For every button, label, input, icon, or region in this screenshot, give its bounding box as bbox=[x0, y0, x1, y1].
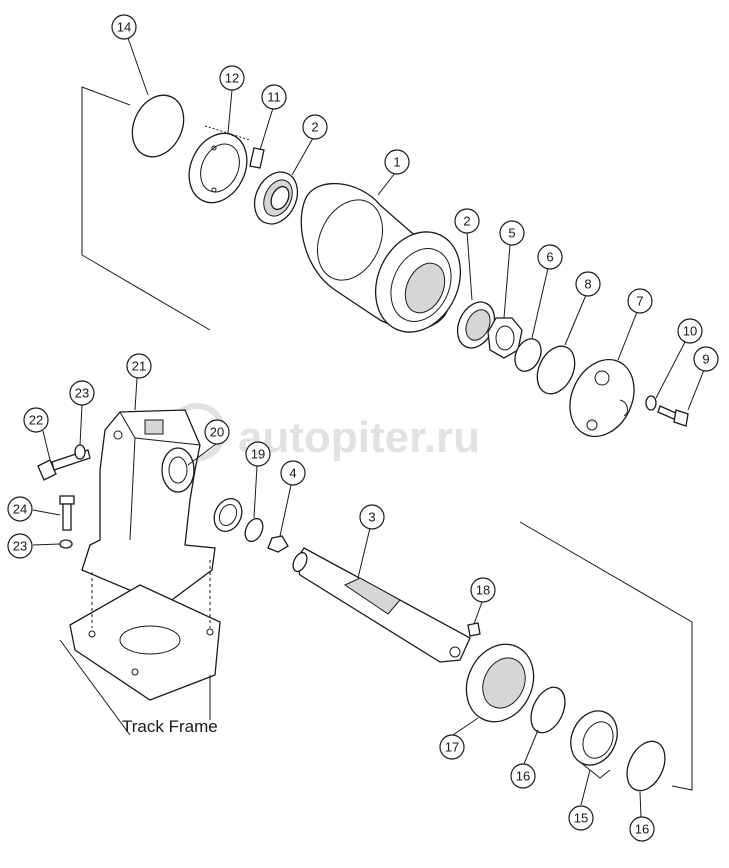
part-4-plug bbox=[267, 535, 289, 553]
callout-16-right: 16 bbox=[629, 816, 655, 842]
callout-8: 8 bbox=[575, 271, 601, 297]
callout-10: 10 bbox=[677, 318, 703, 344]
callout-14: 14 bbox=[111, 14, 137, 40]
part-18-pin bbox=[467, 622, 481, 637]
svg-text:16: 16 bbox=[516, 769, 530, 784]
track-frame-plate bbox=[59, 560, 221, 736]
part-24-bolt bbox=[59, 495, 75, 531]
svg-text:22: 22 bbox=[29, 413, 43, 428]
track-frame-label: Track Frame bbox=[122, 717, 218, 736]
svg-text:18: 18 bbox=[476, 583, 490, 598]
part-1-roller bbox=[300, 182, 462, 333]
svg-text:12: 12 bbox=[225, 71, 239, 86]
callout-16-left: 16 bbox=[510, 763, 536, 789]
part-16-oring-right bbox=[626, 740, 666, 792]
part-3-shaft bbox=[292, 547, 471, 663]
part-11-pin bbox=[249, 147, 265, 169]
callout-3: 3 bbox=[359, 504, 385, 530]
part-6-washer bbox=[514, 338, 542, 372]
callout-23-lower: 23 bbox=[7, 533, 33, 559]
part-23-washer-lower bbox=[59, 539, 73, 549]
svg-text:7: 7 bbox=[636, 294, 643, 309]
callout-9: 9 bbox=[693, 346, 719, 372]
svg-text:6: 6 bbox=[546, 250, 553, 265]
callout-2-left: 2 bbox=[302, 114, 328, 140]
part-2-bearing-right bbox=[456, 301, 496, 349]
svg-text:10: 10 bbox=[683, 324, 697, 339]
callout-22: 22 bbox=[23, 407, 49, 433]
svg-text:23: 23 bbox=[13, 539, 27, 554]
part-9-bolt bbox=[657, 405, 689, 427]
part-21-bracket bbox=[81, 409, 216, 606]
callout-4: 4 bbox=[280, 460, 306, 486]
svg-text:14: 14 bbox=[117, 20, 131, 35]
watermark-text: autopiter.ru bbox=[238, 413, 480, 462]
callout-5: 5 bbox=[499, 220, 525, 246]
callout-23-upper: 23 bbox=[69, 380, 95, 406]
callout-15: 15 bbox=[568, 805, 594, 831]
part-20-oring bbox=[213, 497, 243, 533]
callout-21: 21 bbox=[126, 353, 152, 379]
svg-text:15: 15 bbox=[574, 811, 588, 826]
svg-text:16: 16 bbox=[635, 822, 649, 837]
callout-12: 12 bbox=[219, 65, 245, 91]
callout-24: 24 bbox=[7, 496, 33, 522]
svg-text:2: 2 bbox=[311, 120, 318, 135]
svg-text:8: 8 bbox=[584, 277, 591, 292]
callout-2-right: 2 bbox=[454, 208, 480, 234]
svg-text:19: 19 bbox=[251, 447, 265, 462]
part-16-oring-left bbox=[530, 686, 566, 734]
svg-text:4: 4 bbox=[289, 466, 296, 481]
callout-19: 19 bbox=[245, 441, 271, 467]
svg-text:9: 9 bbox=[702, 352, 709, 367]
svg-text:17: 17 bbox=[445, 740, 459, 755]
callout-17: 17 bbox=[439, 734, 465, 760]
part-19-oring bbox=[244, 517, 264, 543]
part-23-washer-upper bbox=[74, 444, 86, 460]
upper-group-bracket bbox=[81, 86, 211, 331]
part-17-seal bbox=[465, 643, 535, 723]
part-10-lock-washer bbox=[645, 395, 657, 411]
leader-lines bbox=[32, 37, 705, 818]
part-5-nut bbox=[487, 317, 523, 359]
part-14-cover bbox=[131, 94, 185, 158]
svg-text:1: 1 bbox=[393, 155, 400, 170]
callout-6: 6 bbox=[537, 244, 563, 270]
lower-group-bracket bbox=[519, 521, 693, 791]
svg-text:20: 20 bbox=[210, 425, 224, 440]
callout-11: 11 bbox=[261, 84, 287, 110]
svg-text:5: 5 bbox=[508, 226, 515, 241]
callout-7: 7 bbox=[627, 288, 653, 314]
part-8-oring bbox=[536, 345, 576, 395]
part-15-seal-set bbox=[570, 710, 618, 779]
part-12-seal-ring bbox=[188, 125, 251, 204]
svg-text:3: 3 bbox=[368, 510, 375, 525]
part-2-bearing-left bbox=[253, 171, 299, 225]
svg-text:2: 2 bbox=[463, 214, 470, 229]
svg-text:11: 11 bbox=[267, 90, 281, 105]
svg-text:24: 24 bbox=[13, 502, 27, 517]
part-7-end-cap bbox=[569, 358, 635, 438]
callout-20: 20 bbox=[204, 419, 230, 445]
callout-1: 1 bbox=[384, 149, 410, 175]
svg-text:23: 23 bbox=[75, 386, 89, 401]
callout-18: 18 bbox=[470, 577, 496, 603]
svg-text:21: 21 bbox=[132, 359, 146, 374]
